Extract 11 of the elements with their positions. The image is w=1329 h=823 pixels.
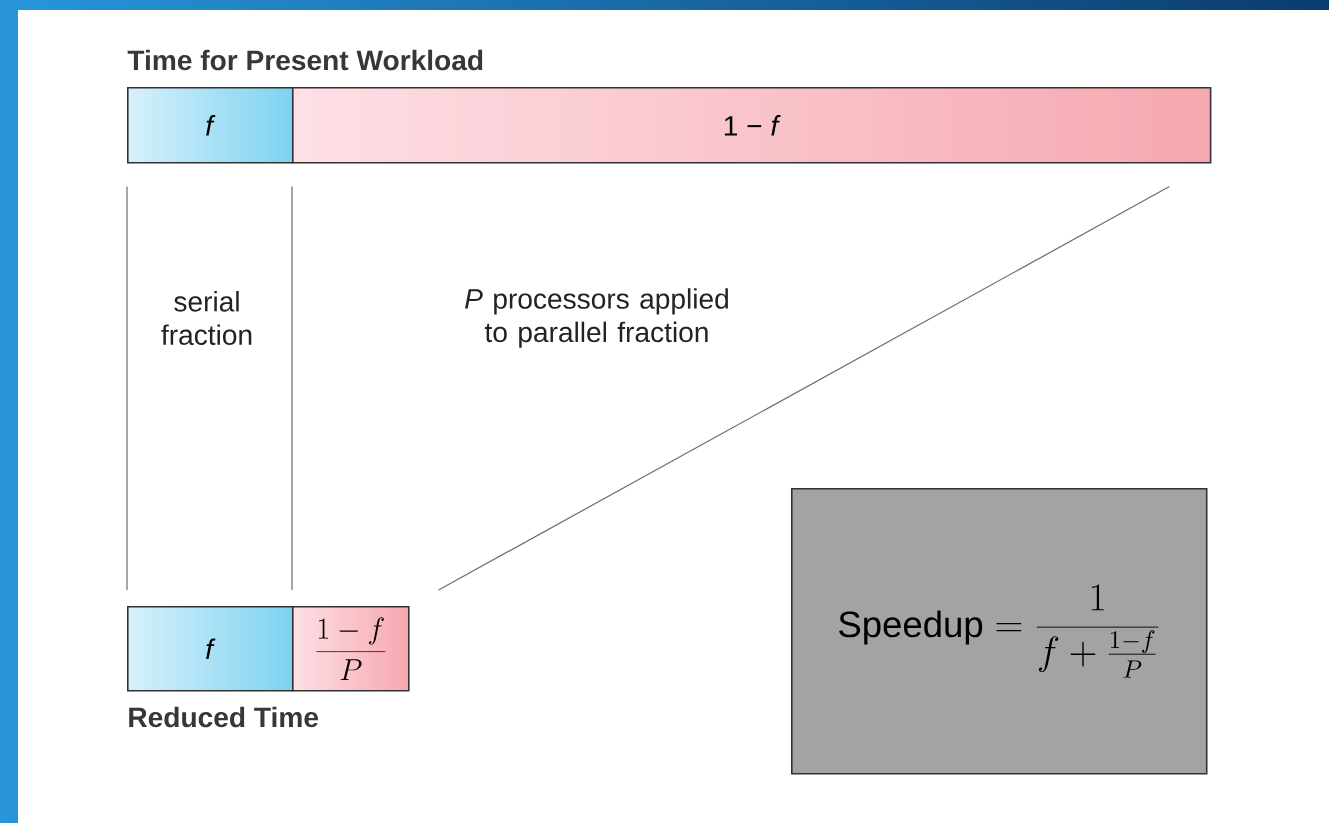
- bar-segment: $\frac{1-f}{P}$: [292, 606, 410, 692]
- formula-box: $\mathrm{Speedup} = \frac{1}{f+\frac{1-f}{P}}$: [791, 488, 1208, 775]
- bar-segment: f: [127, 606, 294, 692]
- heading: Reduced Time: [129, 706, 318, 728]
- guide-line: [126, 185, 128, 591]
- annotation: P processors applied to parallel fraction: [465, 288, 728, 348]
- guide-line: [291, 185, 293, 591]
- bar-segment: f: [127, 87, 294, 164]
- heading: Time for Present Workload: [127, 49, 483, 71]
- annotation: serial fraction: [161, 291, 252, 345]
- guide-line: [437, 185, 1171, 591]
